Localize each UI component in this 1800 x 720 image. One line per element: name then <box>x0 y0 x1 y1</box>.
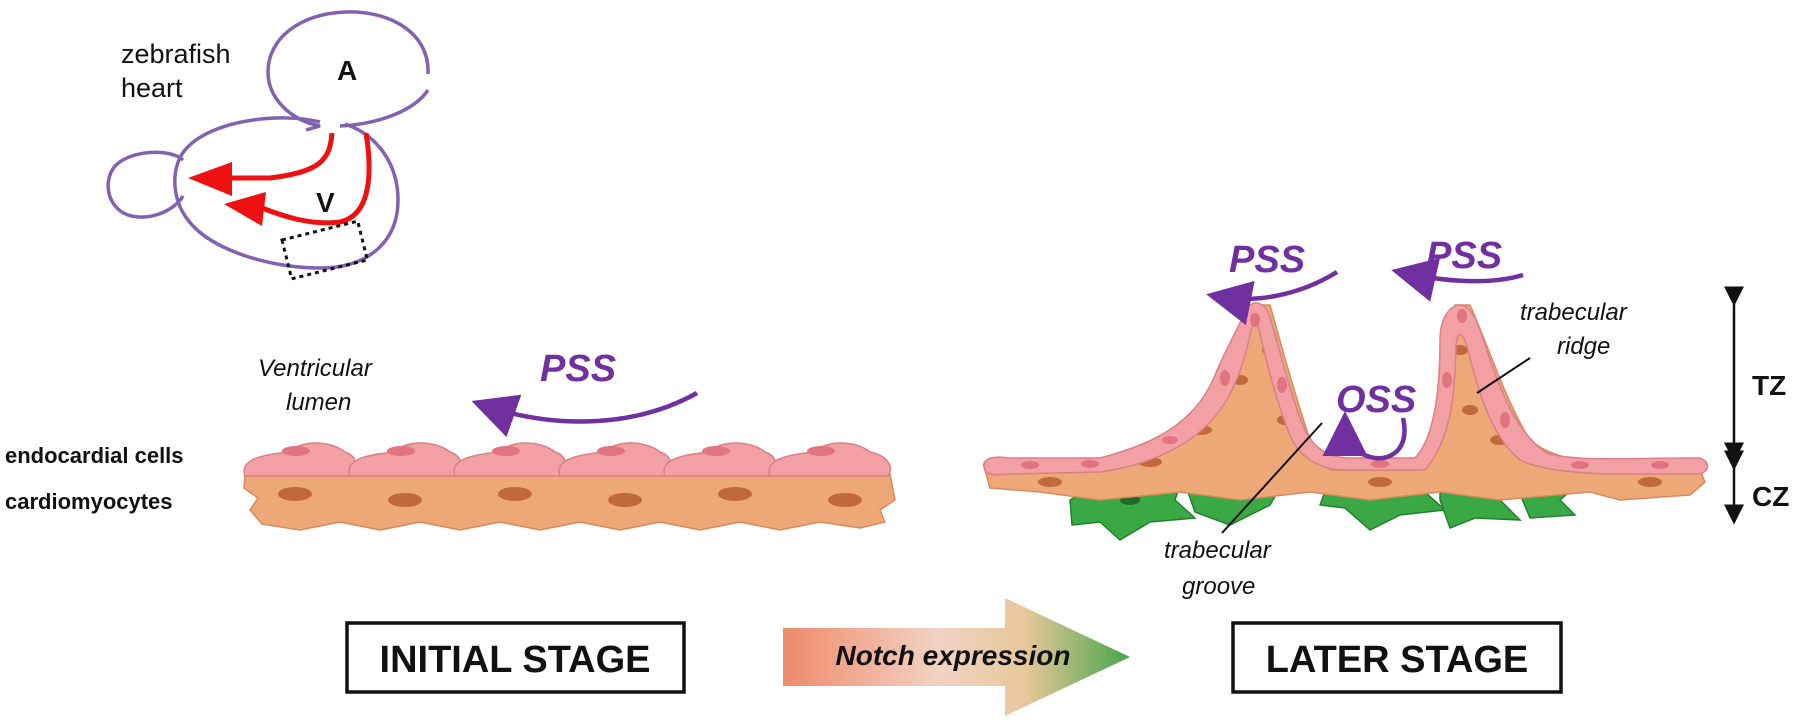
lumen-label-line2: lumen <box>286 389 351 416</box>
groove-leader-line <box>1221 422 1323 534</box>
later-pss-left-label: PSS <box>1229 239 1305 281</box>
initial-stage-box <box>345 621 686 694</box>
initial-stage-panel: Ventricular lumen PSS endocardial cells … <box>5 348 896 694</box>
flow-arrow-upper <box>230 132 335 181</box>
heart-label-line1: zebrafish <box>121 39 231 69</box>
later-pss-left-arrow <box>1206 270 1339 326</box>
initial-endocardial-nuclei <box>282 446 835 456</box>
oss-arrow <box>1322 411 1407 461</box>
notch-transition-arrow: Notch expression <box>783 598 1130 716</box>
later-stage-label: LATER STAGE <box>1266 639 1528 681</box>
heart-label-line2: heart <box>121 73 183 103</box>
initial-stage-label: INITIAL STAGE <box>380 639 651 681</box>
initial-pss-arrow <box>471 391 699 438</box>
flow-arrow-upper-head <box>188 162 232 196</box>
initial-myocyte-nuclei <box>278 487 862 507</box>
endocardial-cells-label: endocardial cells <box>5 443 184 468</box>
ventricle-outline <box>173 116 400 270</box>
ventricle-label: V <box>316 187 335 218</box>
groove-label-line2: groove <box>1182 573 1255 600</box>
initial-cardiomyocyte-layer <box>243 473 896 531</box>
cz-label: CZ <box>1752 481 1789 512</box>
ridge-label-line2: ridge <box>1557 333 1610 360</box>
bulbus-outline <box>106 150 185 219</box>
zoom-region-box <box>280 219 370 281</box>
tz-label: TZ <box>1752 370 1786 401</box>
later-stage-box <box>1231 621 1563 694</box>
initial-pss-label: PSS <box>540 348 616 390</box>
flow-arrow-lower <box>261 132 372 226</box>
later-stage-panel: PSS PSS OSS trabecular ridge trabecular … <box>983 235 1789 694</box>
ridge-label-line1: trabecular <box>1520 299 1628 326</box>
groove-label-line1: trabecular <box>1164 537 1272 564</box>
initial-endocardial-layer <box>243 442 891 477</box>
notch-expression-label: Notch expression <box>836 640 1071 671</box>
cardiomyocytes-label: cardiomyocytes <box>5 489 173 514</box>
later-endocardial-nuclei <box>1021 309 1669 469</box>
atrium-outline <box>266 10 430 132</box>
heart-schematic: zebrafish heart A V <box>106 10 430 281</box>
oss-label: OSS <box>1336 379 1416 421</box>
ridge-leader-line <box>1476 357 1531 394</box>
lumen-label-line1: Ventricular <box>258 355 373 382</box>
atrium-label: A <box>337 55 357 86</box>
flow-arrow-lower-head <box>224 192 266 226</box>
later-pss-right-label: PSS <box>1426 235 1502 277</box>
later-pss-right-arrow <box>1391 257 1524 302</box>
